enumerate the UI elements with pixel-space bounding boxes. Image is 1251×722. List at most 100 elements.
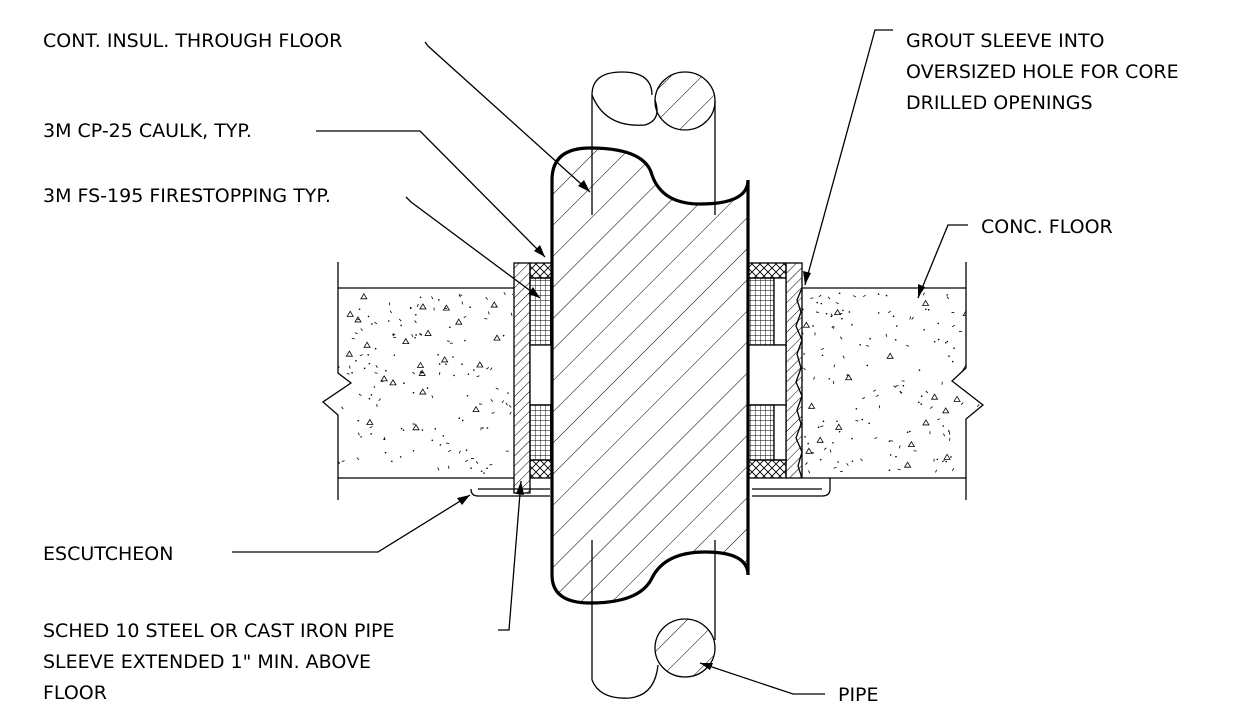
aggregate-mark (895, 455, 897, 458)
aggregate-mark (480, 470, 483, 472)
aggregate-mark (848, 311, 851, 313)
aggregate-mark (508, 405, 512, 408)
aggregate-mark (392, 333, 396, 337)
aggregate-mark (967, 309, 971, 312)
aggregate-mark (467, 373, 470, 375)
aggregate-mark (367, 315, 370, 318)
label-sleeve-1: SCHED 10 STEEL OR CAST IRON PIPE (43, 620, 395, 642)
aggregate-mark (808, 470, 811, 474)
aggregate-mark (832, 441, 834, 444)
aggregate-mark (367, 354, 370, 356)
aggregate-mark (383, 436, 386, 441)
aggregate-mark (341, 406, 344, 410)
aggregate-mark (434, 428, 437, 430)
aggregate-mark (437, 467, 440, 471)
aggregate-mark (363, 341, 371, 348)
aggregate-mark (419, 303, 427, 310)
aggregate-mark (918, 369, 921, 371)
aggregate-mark (976, 404, 980, 407)
aggregate-mark (941, 459, 945, 463)
aggregate-mark (346, 373, 350, 375)
aggregate-mark (458, 417, 460, 420)
aggregate-mark (333, 388, 335, 391)
aggregate-mark (925, 308, 927, 311)
firestop-left-bottom (529, 404, 553, 461)
aggregate-mark (338, 462, 340, 464)
aggregate-mark (431, 439, 434, 442)
aggregate-mark (951, 360, 954, 363)
aggregate-mark (473, 369, 475, 371)
aggregate-mark (482, 427, 484, 429)
caulk-left-bottom (529, 459, 553, 479)
aggregate-mark (960, 402, 964, 405)
aggregate-mark (355, 359, 357, 362)
aggregate-mark (851, 324, 853, 326)
aggregate-mark (922, 419, 930, 426)
aggregate-mark (840, 336, 843, 340)
aggregate-mark (332, 347, 335, 350)
aggregate-mark (945, 460, 948, 463)
aggregate-mark (831, 326, 835, 328)
aggregate-mark (951, 311, 955, 314)
aggregate-mark (495, 387, 499, 390)
insulated-pipe (550, 146, 750, 605)
aggregate-mark (893, 385, 897, 388)
aggregate-mark (980, 470, 983, 472)
aggregate-mark (445, 363, 447, 365)
aggregate-mark (886, 352, 894, 359)
aggregate-mark (953, 347, 955, 349)
aggregate-mark (412, 391, 415, 394)
aggregate-mark (334, 302, 336, 304)
aggregate-mark (895, 325, 898, 327)
aggregate-mark (356, 457, 360, 461)
aggregate-mark (851, 460, 854, 463)
aggregate-mark (903, 461, 912, 468)
aggregate-mark (354, 316, 362, 323)
aggregate-mark (360, 436, 362, 438)
aggregate-mark (360, 293, 368, 300)
aggregate-mark (933, 340, 936, 343)
aggregate-mark (942, 407, 950, 414)
aggregate-mark (368, 362, 371, 365)
aggregate-mark (442, 304, 451, 311)
aggregate-mark (930, 393, 939, 400)
aggregate-mark (842, 309, 844, 312)
aggregate-mark (374, 372, 378, 374)
aggregate-mark (805, 447, 813, 454)
aggregate-mark (975, 423, 983, 431)
aggregate-mark (414, 336, 416, 339)
aggregate-mark (873, 389, 877, 392)
aggregate-mark (937, 322, 940, 325)
aggregate-mark (978, 319, 981, 322)
aggregate-mark (383, 438, 385, 441)
aggregate-mark (874, 437, 878, 439)
annular-space-right (747, 262, 787, 479)
aggregate-mark (419, 333, 421, 335)
aggregate-mark (810, 297, 814, 299)
aggregate-mark (936, 458, 939, 461)
aggregate-mark (816, 301, 819, 304)
label-sleeve-3: FLOOR (43, 682, 107, 704)
aggregate-mark (437, 354, 439, 356)
aggregate-mark (807, 442, 809, 445)
aggregate-mark (978, 414, 980, 416)
aggregate-mark (469, 306, 471, 309)
aggregate-mark (412, 371, 415, 375)
aggregate-mark (461, 363, 463, 365)
aggregate-mark (475, 461, 479, 465)
aggregate-mark (357, 432, 360, 436)
aggregate-mark (392, 333, 394, 335)
aggregate-mark (906, 431, 909, 433)
aggregate-mark (820, 302, 823, 305)
aggregate-mark (860, 458, 863, 462)
aggregate-mark (830, 313, 833, 317)
aggregate-mark (357, 419, 360, 422)
aggregate-mark (446, 442, 450, 445)
aggregate-mark (348, 365, 351, 369)
aggregate-mark (438, 363, 441, 365)
aggregate-mark (818, 294, 822, 298)
aggregate-mark (400, 427, 403, 430)
aggregate-mark (351, 372, 353, 374)
aggregate-mark (844, 373, 853, 381)
